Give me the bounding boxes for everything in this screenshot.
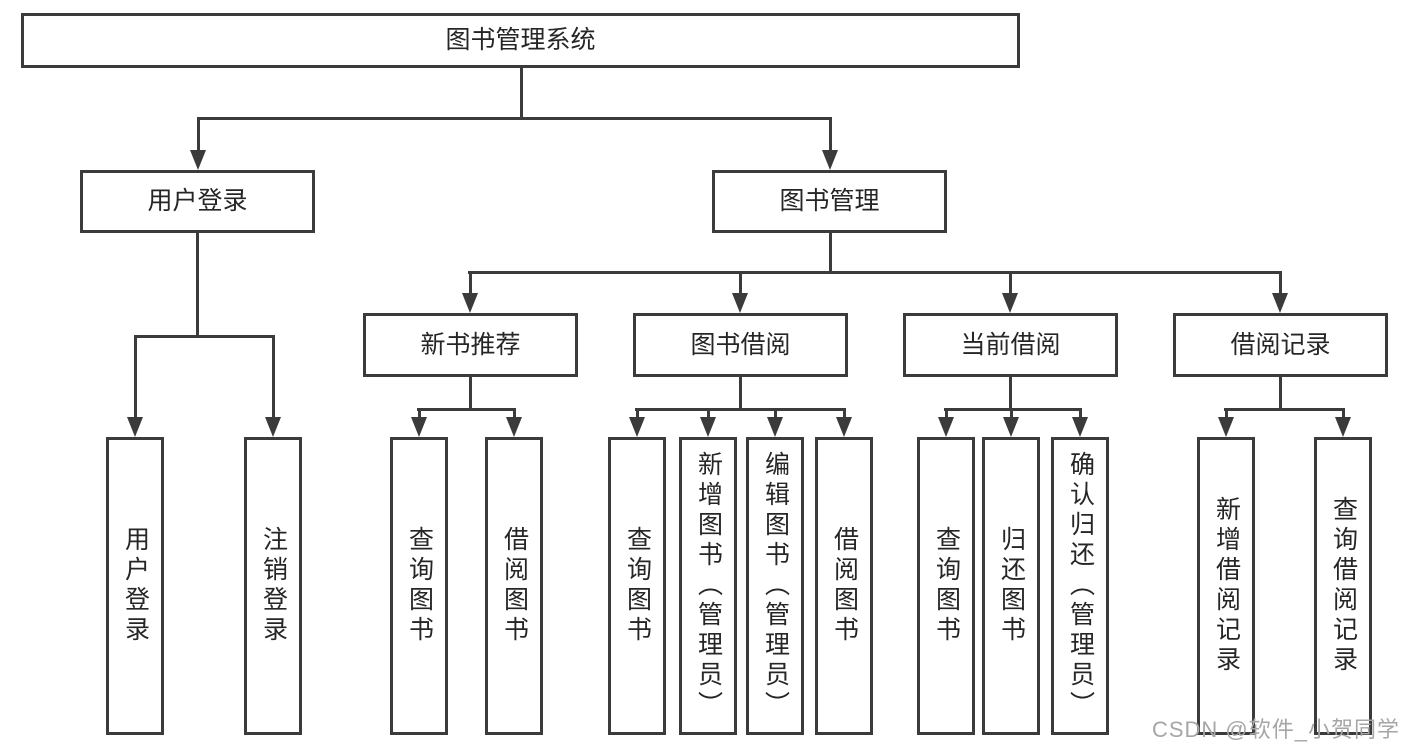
connector-book-mgmt-arm-3 — [1009, 271, 1012, 295]
connector-book-mgmt-stem — [829, 233, 832, 274]
leaf-confirm-return-admin-label: 确认归还（管理员） — [1066, 451, 1095, 721]
node-current-borrow-label: 当前借阅 — [960, 330, 1061, 359]
connector-current-arm-3 — [1079, 408, 1082, 419]
connector-user-login-arm-2 — [272, 335, 275, 419]
arrow-down-icon — [1335, 417, 1351, 437]
connector-book-mgmt-arm-2 — [739, 271, 742, 295]
arrow-down-icon — [190, 150, 206, 170]
leaf-borrow-books-recommend-label: 借阅图书 — [500, 526, 529, 646]
connector-root-stem — [520, 68, 523, 120]
connector-records-rail — [1224, 408, 1345, 411]
connector-root-rail — [198, 117, 832, 120]
connector-current-rail — [944, 408, 1082, 411]
leaf-query-books-current-label: 查询图书 — [932, 526, 961, 646]
leaf-user-login-label: 用户登录 — [121, 526, 150, 646]
leaf-logout: 注销登录 — [244, 437, 302, 735]
connector-current-stem — [1009, 377, 1012, 411]
leaf-edit-book-admin-label: 编辑图书（管理员） — [761, 451, 790, 721]
node-borrow-records: 借阅记录 — [1173, 313, 1388, 377]
leaf-query-books-recommend-label: 查询图书 — [405, 526, 434, 646]
connector-root-arm-left — [197, 117, 200, 151]
connector-borrow-arm-1 — [636, 408, 639, 419]
leaf-add-borrow-record-label: 新增借阅记录 — [1212, 496, 1241, 676]
node-new-book-recommend: 新书推荐 — [363, 313, 578, 377]
connector-borrow-arm-2 — [707, 408, 710, 419]
leaf-return-book-label: 归还图书 — [997, 526, 1026, 646]
connector-user-login-rail — [134, 335, 275, 338]
watermark: CSDN @软件_小贺同学 — [1151, 717, 1400, 742]
connector-records-stem — [1279, 377, 1282, 411]
arrow-down-icon — [836, 417, 852, 437]
leaf-query-books-current: 查询图书 — [917, 437, 975, 735]
connector-borrow-arm-4 — [843, 408, 846, 419]
connector-recommend-rail — [417, 408, 516, 411]
connector-root-arm-right — [829, 117, 832, 151]
leaf-query-borrow-record: 查询借阅记录 — [1314, 437, 1372, 735]
arrow-down-icon — [629, 417, 645, 437]
node-borrow-records-label: 借阅记录 — [1230, 330, 1331, 359]
connector-recommend-arm-2 — [513, 408, 516, 419]
arrow-down-icon — [938, 417, 954, 437]
leaf-return-book: 归还图书 — [982, 437, 1040, 735]
connector-book-mgmt-arm-1 — [469, 271, 472, 295]
connector-current-arm-2 — [1010, 408, 1013, 419]
node-current-borrow: 当前借阅 — [903, 313, 1118, 377]
leaf-confirm-return-admin: 确认归还（管理员） — [1051, 437, 1109, 735]
leaf-query-books-borrow-label: 查询图书 — [623, 526, 652, 646]
arrow-down-icon — [1002, 293, 1018, 313]
connector-borrow-arm-3 — [774, 408, 777, 419]
node-book-borrow-label: 图书借阅 — [690, 330, 791, 359]
leaf-borrow-books: 借阅图书 — [815, 437, 873, 735]
arrow-down-icon — [1218, 417, 1234, 437]
connector-recommend-stem — [469, 377, 472, 411]
arrow-down-icon — [822, 150, 838, 170]
connector-borrow-rail — [635, 408, 846, 411]
arrow-down-icon — [265, 417, 281, 437]
arrow-down-icon — [506, 417, 522, 437]
arrow-down-icon — [127, 417, 143, 437]
leaf-query-books-recommend: 查询图书 — [390, 437, 448, 735]
arrow-down-icon — [411, 417, 427, 437]
arrow-down-icon — [732, 293, 748, 313]
node-new-book-recommend-label: 新书推荐 — [420, 330, 521, 359]
leaf-query-borrow-record-label: 查询借阅记录 — [1329, 496, 1358, 676]
leaf-query-books-borrow: 查询图书 — [608, 437, 666, 735]
leaf-add-book-admin: 新增图书（管理员） — [679, 437, 737, 735]
node-book-borrow: 图书借阅 — [633, 313, 848, 377]
connector-records-arm-1 — [1225, 408, 1228, 419]
leaf-logout-label: 注销登录 — [259, 526, 288, 646]
node-library-system-label: 图书管理系统 — [445, 26, 596, 54]
node-user-login-label: 用户登录 — [147, 187, 248, 215]
connector-user-login-arm-1 — [134, 335, 137, 419]
arrow-down-icon — [767, 417, 783, 437]
node-user-login: 用户登录 — [80, 170, 315, 233]
node-book-management: 图书管理 — [712, 170, 947, 233]
arrow-down-icon — [1072, 417, 1088, 437]
node-book-management-label: 图书管理 — [779, 187, 880, 215]
connector-borrow-stem — [739, 377, 742, 411]
connector-recommend-arm-1 — [418, 408, 421, 419]
connector-current-arm-1 — [945, 408, 948, 419]
arrow-down-icon — [1003, 417, 1019, 437]
connector-book-mgmt-arm-4 — [1279, 271, 1282, 295]
arrow-down-icon — [462, 293, 478, 313]
node-library-system: 图书管理系统 — [21, 13, 1020, 68]
leaf-edit-book-admin: 编辑图书（管理员） — [746, 437, 804, 735]
leaf-borrow-books-label: 借阅图书 — [830, 526, 859, 646]
connector-book-mgmt-rail — [468, 271, 1282, 274]
arrow-down-icon — [1272, 293, 1288, 313]
leaf-add-borrow-record: 新增借阅记录 — [1197, 437, 1255, 735]
leaf-add-book-admin-label: 新增图书（管理员） — [694, 451, 723, 721]
leaf-user-login: 用户登录 — [106, 437, 164, 735]
arrow-down-icon — [700, 417, 716, 437]
connector-records-arm-2 — [1342, 408, 1345, 419]
connector-user-login-stem — [196, 233, 199, 338]
leaf-borrow-books-recommend: 借阅图书 — [485, 437, 543, 735]
